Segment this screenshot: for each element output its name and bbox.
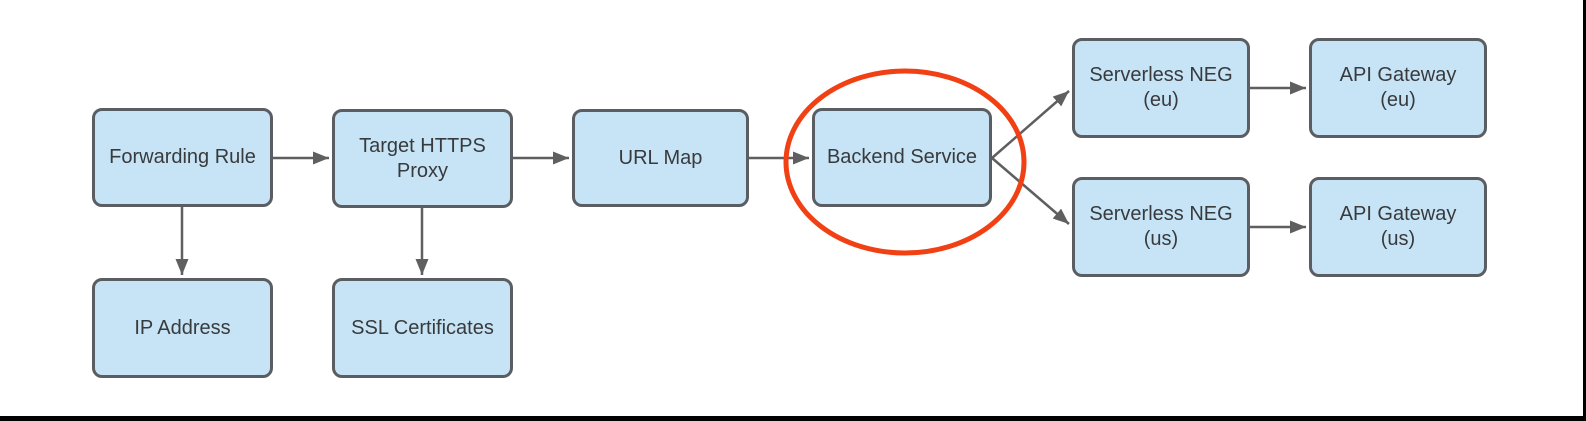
page-bottom-edge [0,416,1586,421]
node-backend-service: Backend Service [812,108,992,207]
node-url-map: URL Map [572,109,749,207]
node-api-gateway-eu: API Gateway (eu) [1309,38,1487,138]
node-ssl-certificates: SSL Certificates [332,278,513,378]
node-label: Backend Service [826,146,978,168]
node-label: Target HTTPS Proxy [359,134,486,182]
node-api-gateway-us: API Gateway (us) [1309,177,1487,277]
node-label: URL Map [618,146,703,169]
node-label: Serverless NEG (us) [1089,203,1233,250]
node-forwarding-rule: Forwarding Rule [92,108,273,207]
backend-service-highlight-ellipse [783,68,1027,256]
node-label: IP Address [134,316,231,339]
node-serverless-neg-eu: Serverless NEG (eu) [1072,38,1250,138]
node-target-https-proxy: Target HTTPS Proxy [332,109,513,208]
node-label: API Gateway (us) [1339,203,1457,250]
node-label: Forwarding Rule [109,146,256,168]
node-label: Serverless NEG (eu) [1089,64,1233,111]
node-label: SSL Certificates [351,316,494,339]
node-serverless-neg-us: Serverless NEG (us) [1072,177,1250,277]
page-right-edge [1583,0,1586,421]
node-label: API Gateway (eu) [1339,64,1457,111]
edge-backend-service-to-serverless-neg-eu [991,90,1070,159]
node-ip-address: IP Address [92,278,273,378]
edge-backend-service-to-serverless-neg-us [991,157,1070,225]
